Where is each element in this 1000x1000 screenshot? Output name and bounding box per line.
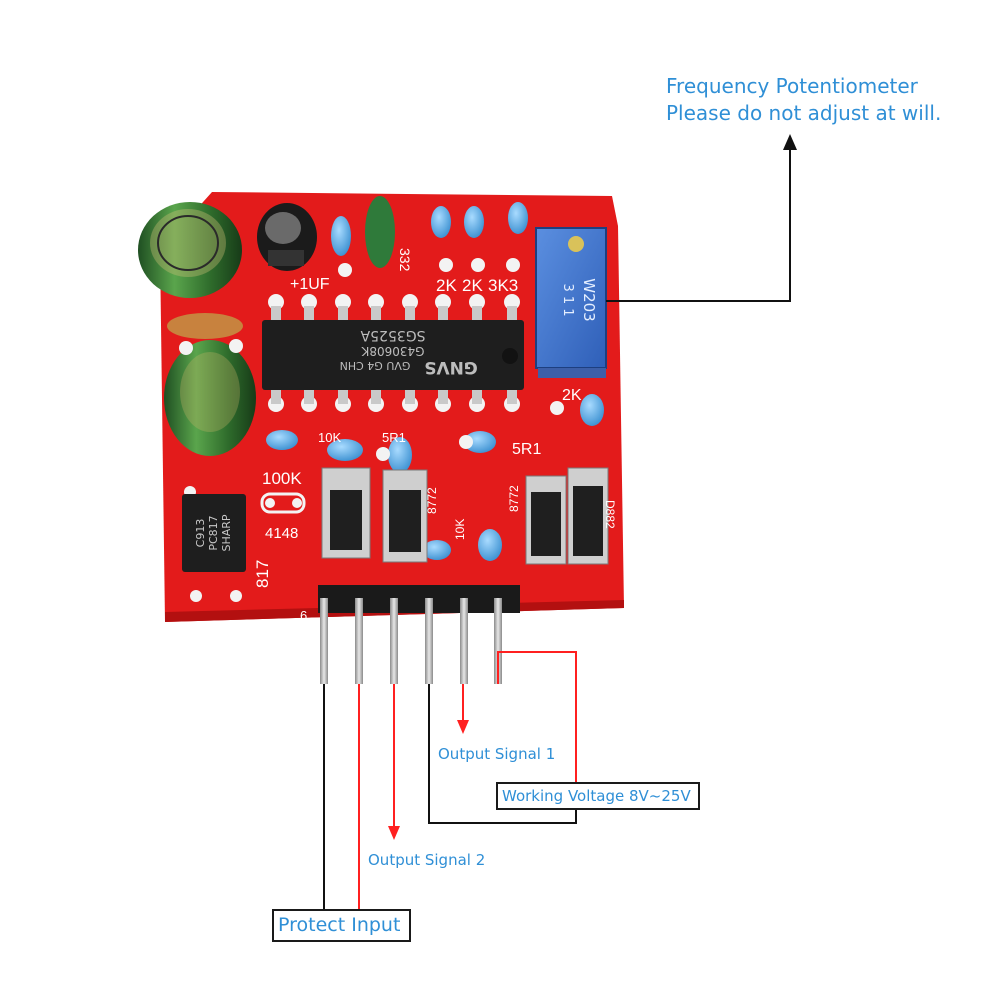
chip-part: SG3525A <box>360 327 425 343</box>
label-1uf: +1UF <box>290 276 330 293</box>
output-signal-2-label: Output Signal 2 <box>368 851 486 869</box>
resistor-row-bottom <box>266 394 604 561</box>
chip-brand: GNVS <box>424 357 478 377</box>
ceramic-capacitor <box>167 313 243 339</box>
label-100k: 100K <box>262 469 302 488</box>
optocoupler-pc817: C913 PC817 SHARP <box>182 494 246 572</box>
label-2k-a: 2K <box>436 276 457 295</box>
frequency-potentiometer-callout: Frequency Potentiometer Please do not ad… <box>666 73 941 127</box>
label-pin-6: 6 <box>300 608 307 623</box>
label-2k-c: 2K <box>562 387 582 404</box>
frequency-potentiometer: W203 3 1 1 <box>535 227 607 378</box>
opto-line3: SHARP <box>220 514 233 551</box>
arrow-up-icon <box>783 134 797 150</box>
frequency-callout-line2: Please do not adjust at will. <box>666 101 942 125</box>
label-817: 817 <box>253 560 272 588</box>
leader-frequency <box>606 148 791 302</box>
label-3k3: 3K3 <box>488 276 518 295</box>
opto-line2: PC817 <box>207 515 220 550</box>
arrowheads <box>388 134 797 840</box>
working-voltage-label: Working Voltage 8V~25V <box>496 782 700 810</box>
electrolytic-capacitor-lower <box>164 340 256 456</box>
leader-lines <box>323 148 791 910</box>
frequency-callout-line1: Frequency Potentiometer <box>666 74 918 98</box>
label-332: 332 <box>397 248 413 272</box>
opto-line1: C913 <box>194 519 207 548</box>
label-8772-a: 8772 <box>425 487 439 514</box>
label-pin-1: 1 <box>528 608 535 623</box>
arrow-down-icon <box>388 826 400 840</box>
arrow-down-icon <box>457 720 469 734</box>
pot-marking-2: 3 1 1 <box>560 283 575 316</box>
label-2k-b: 2K <box>462 276 483 295</box>
leader-voltage-red <box>497 651 577 783</box>
chip-line1: GVU G4 CHN <box>340 359 411 372</box>
diode-4148 <box>260 492 306 514</box>
pot-marking-1: W203 <box>580 278 598 321</box>
label-8772-b: 8772 <box>507 485 521 512</box>
pin-header <box>318 585 520 684</box>
ic-chip-sg3525a: GNVS GVU G4 CHN G430608K SG3525A <box>262 306 524 404</box>
output-signal-1-label: Output Signal 1 <box>438 745 556 763</box>
film-capacitor <box>365 196 395 268</box>
label-d882: D882 <box>603 500 617 529</box>
resistor-row-top <box>331 202 528 256</box>
label-5r1-a: 5R1 <box>382 430 406 445</box>
electrolytic-capacitor-large <box>138 202 242 298</box>
label-4148: 4148 <box>265 525 298 542</box>
label-10k-b: 10K <box>453 519 467 540</box>
transistors <box>321 467 609 565</box>
label-10k: 10K <box>318 430 341 445</box>
chip-line2: G430608K <box>360 344 424 358</box>
protect-input-label: Protect Input <box>272 909 411 942</box>
label-5r1-b: 5R1 <box>512 441 541 458</box>
electrolytic-capacitor-small <box>257 203 317 271</box>
leader-voltage-black <box>428 684 577 824</box>
